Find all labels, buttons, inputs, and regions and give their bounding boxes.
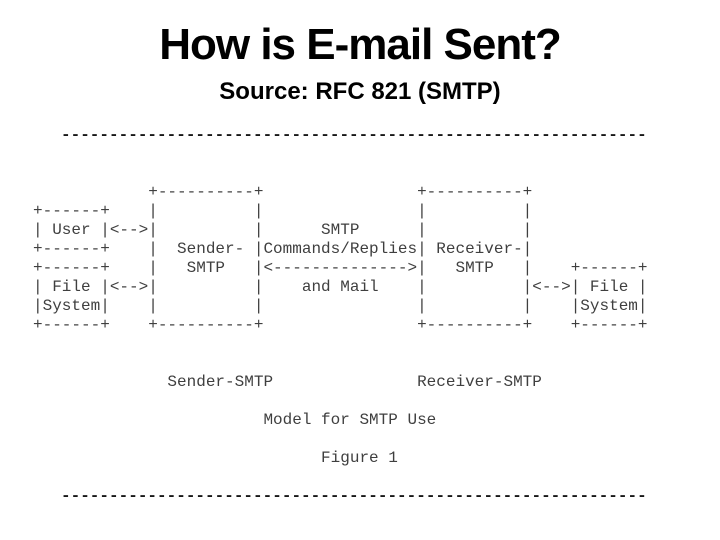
top-dashed-divider: ----------------------------------------…	[61, 126, 647, 144]
page-title: How is E-mail Sent?	[159, 20, 562, 69]
smtp-model-ascii-diagram: +----------+ +----------+ +------+ | | |…	[33, 183, 648, 467]
bottom-dashed-divider: ----------------------------------------…	[61, 487, 647, 505]
slide-subtitle: Source: RFC 821 (SMTP)	[219, 78, 501, 105]
